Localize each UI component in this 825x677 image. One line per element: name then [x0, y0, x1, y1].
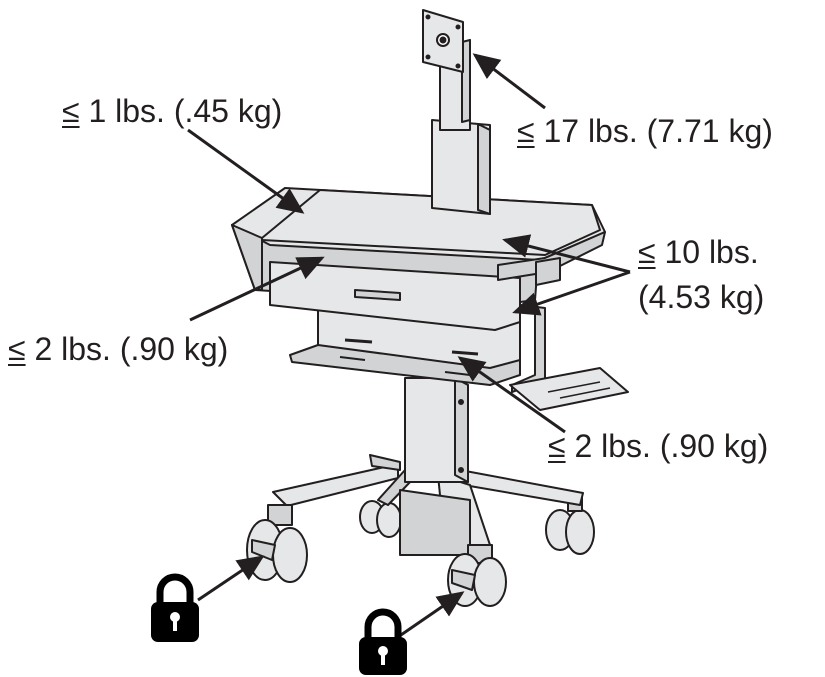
work-surface-capacity-text: 10 lbs.: [664, 234, 759, 270]
le-symbol: ≤: [8, 331, 26, 367]
le-symbol: ≤: [638, 234, 656, 270]
side-bin-capacity-text: 1 lbs. (.45 kg): [88, 93, 283, 129]
cart-body: [231, 187, 606, 331]
lower-shelf-capacity-text: 2 lbs. (.90 kg): [574, 428, 769, 464]
caster-back-right: [545, 496, 595, 555]
arrow-side-bin: [187, 128, 305, 214]
arrow-monitor: [472, 53, 546, 110]
le-symbol: ≤: [62, 93, 80, 129]
le-symbol: ≤: [548, 428, 566, 464]
side-bin-capacity-label: ≤ 1 lbs. (.45 kg): [62, 92, 282, 130]
caster-back-left: [359, 500, 402, 538]
work-surface-capacity-text-kg: (4.53 kg): [638, 279, 765, 315]
arrow-drawer: [512, 270, 631, 316]
arrow-lower-shelf: [457, 356, 566, 434]
caster-front-left: [246, 504, 308, 583]
monitor-capacity-text: 17 lbs. (7.71 kg): [543, 113, 773, 149]
arrow-work-surface: [502, 234, 631, 274]
scanner-bracket: [509, 304, 629, 411]
keyboard-capacity-label: ≤ 2 lbs. (.90 kg): [8, 330, 228, 368]
work-surface-capacity-label-kg: (4.53 kg): [638, 278, 764, 316]
work-surface-capacity-label: ≤ 10 lbs.: [638, 233, 759, 271]
le-symbol: ≤: [517, 113, 535, 149]
keyboard-capacity-text: 2 lbs. (.90 kg): [34, 331, 229, 367]
arrow-lock-right: [397, 591, 465, 639]
arrow-keyboard: [189, 256, 325, 322]
caster-front-center: [447, 544, 507, 607]
lock-icon: [151, 573, 199, 642]
cart-column: [404, 377, 469, 483]
arrow-lock-left: [197, 555, 265, 602]
vesa-plate: [422, 9, 464, 73]
lower-shelf-capacity-label: ≤ 2 lbs. (.90 kg): [548, 427, 768, 465]
lock-icon: [359, 608, 407, 675]
monitor-capacity-label: ≤ 17 lbs. (7.71 kg): [517, 112, 773, 150]
